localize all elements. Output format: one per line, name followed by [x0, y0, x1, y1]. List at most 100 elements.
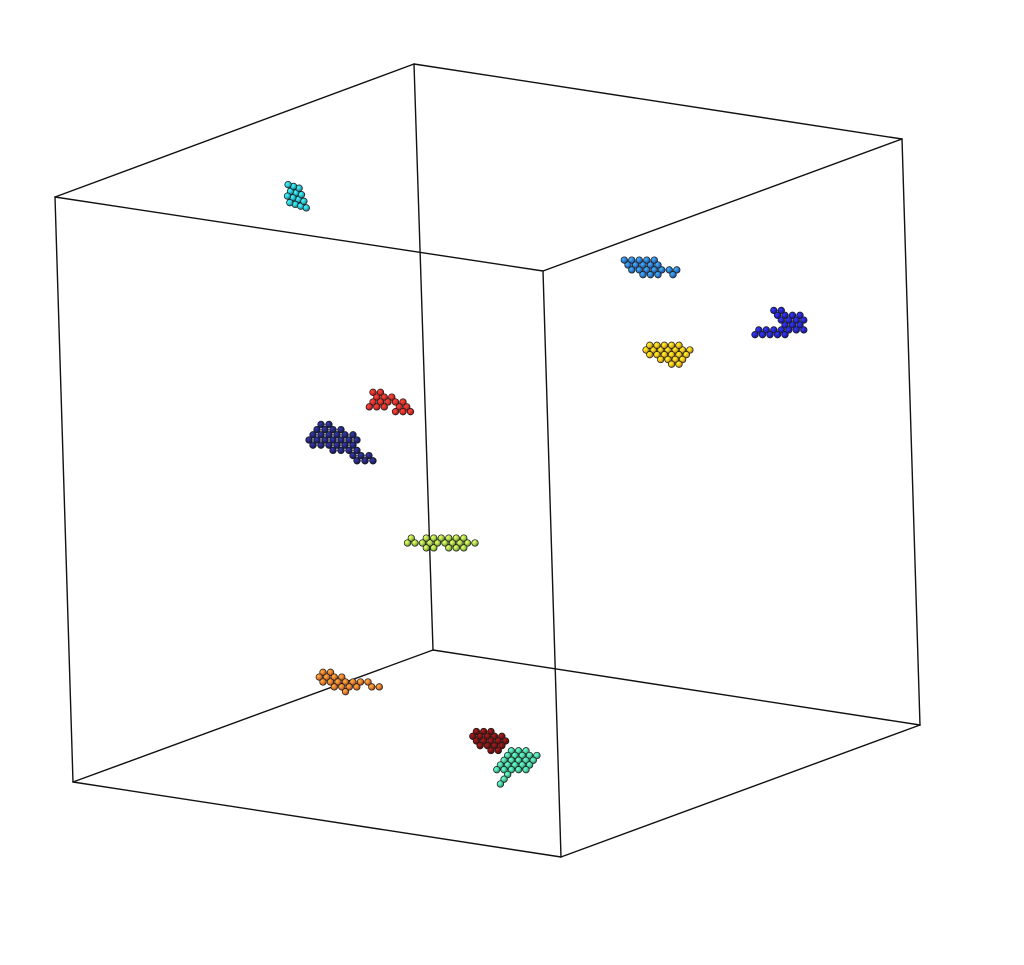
- atom: [667, 341, 676, 349]
- atom: [781, 321, 789, 329]
- atom: [313, 436, 321, 444]
- atom: [388, 393, 396, 401]
- atom: [376, 388, 385, 396]
- atom: [777, 326, 785, 334]
- atom: [529, 756, 537, 764]
- atom: [341, 678, 350, 686]
- atom: [500, 775, 508, 783]
- atom: [777, 316, 785, 324]
- atom: [507, 766, 516, 774]
- atom: [426, 539, 434, 547]
- atom: [334, 678, 342, 686]
- atom: [628, 266, 636, 274]
- atom: [476, 742, 484, 750]
- box-edge-back-top-right: [413, 63, 903, 140]
- atom: [493, 766, 501, 774]
- atom: [522, 766, 530, 774]
- cluster-lime: [403, 534, 479, 552]
- atom: [792, 326, 800, 334]
- box-edge-back-vertical: [413, 63, 434, 651]
- atom: [654, 261, 662, 269]
- atom: [283, 192, 292, 200]
- atom: [319, 668, 327, 676]
- atom: [369, 398, 377, 406]
- atom: [781, 311, 789, 319]
- atom: [777, 306, 785, 315]
- atom: [330, 683, 338, 691]
- atom: [646, 271, 655, 279]
- box-edge-front-bottom-left: [72, 781, 562, 858]
- atom: [338, 683, 346, 691]
- atom: [309, 431, 317, 439]
- cluster-gold: [642, 341, 694, 368]
- atom: [642, 346, 650, 354]
- atom: [380, 403, 388, 411]
- atom: [407, 534, 415, 542]
- atom: [353, 436, 361, 444]
- atom: [353, 457, 361, 465]
- atom: [460, 534, 468, 542]
- atom: [373, 403, 381, 411]
- atom: [369, 457, 377, 465]
- atom: [675, 341, 683, 349]
- atom: [329, 436, 337, 444]
- cluster-red: [365, 388, 415, 416]
- atom: [399, 408, 407, 416]
- atom: [305, 436, 313, 444]
- atom: [643, 266, 651, 274]
- atom: [329, 446, 337, 455]
- atom: [654, 271, 662, 279]
- box-edge-front-bottom-right: [560, 724, 921, 858]
- atom: [341, 688, 350, 696]
- atom: [286, 199, 294, 207]
- atom: [403, 403, 411, 411]
- atom: [330, 673, 338, 681]
- atom: [345, 683, 353, 691]
- atom: [650, 256, 658, 264]
- atom: [646, 261, 655, 269]
- atom: [302, 204, 310, 212]
- atom: [504, 751, 512, 760]
- atom: [315, 673, 323, 681]
- atom: [325, 441, 333, 449]
- atom: [483, 742, 492, 750]
- cube-wireframe: [54, 63, 921, 858]
- atom: [758, 331, 767, 339]
- atom: [773, 311, 782, 319]
- atom: [657, 355, 665, 364]
- atom: [773, 331, 782, 339]
- atom: [472, 727, 481, 736]
- atom: [333, 431, 341, 439]
- atom: [437, 534, 445, 542]
- atom: [472, 737, 481, 745]
- atom: [349, 441, 357, 449]
- atom: [364, 678, 372, 686]
- atom: [337, 425, 345, 434]
- atom: [373, 393, 381, 401]
- atom: [353, 446, 361, 455]
- atom: [682, 351, 690, 359]
- atom: [300, 197, 308, 205]
- atom: [471, 539, 479, 547]
- cluster-aquamarine: [493, 747, 541, 788]
- atom: [639, 271, 647, 279]
- atom: [646, 351, 654, 359]
- atom: [345, 436, 353, 444]
- atom: [368, 683, 376, 691]
- atom: [369, 388, 377, 396]
- atom: [418, 539, 427, 547]
- atom: [353, 683, 361, 691]
- atom: [650, 266, 658, 274]
- atom: [500, 766, 508, 774]
- atom: [319, 678, 327, 686]
- atom: [671, 346, 679, 354]
- cluster-royal-blue: [751, 306, 808, 339]
- atom: [337, 436, 345, 444]
- atom: [422, 544, 430, 552]
- atom: [433, 539, 442, 547]
- atom: [675, 360, 683, 368]
- atom: [321, 425, 329, 434]
- atom: [635, 256, 643, 264]
- atom: [349, 451, 357, 460]
- atom: [333, 441, 341, 449]
